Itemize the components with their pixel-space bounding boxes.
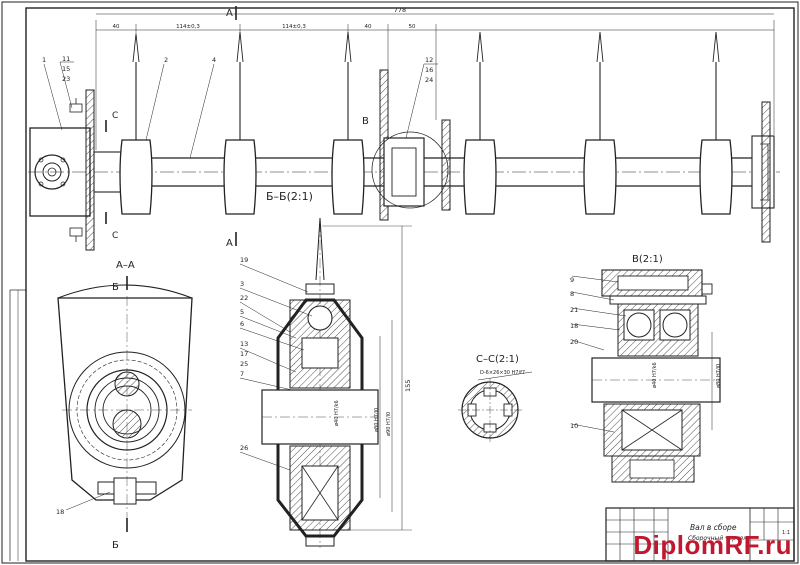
section-b-marker-bottom: Б	[112, 540, 119, 551]
bb-fit-2: ø80 H7/l0	[374, 408, 380, 432]
leader-v-8: 8	[570, 290, 574, 298]
leader-bb-3: 3	[240, 280, 244, 288]
section-bb-view	[261, 217, 412, 548]
main-view-shaft-assembly	[28, 6, 780, 251]
section-bb-title: Б–Б(2:1)	[266, 190, 313, 203]
dim-top-4: 40	[365, 24, 372, 30]
dim-top-1: 40	[113, 24, 120, 30]
section-bb-leaders	[239, 263, 313, 471]
dim-top-3: 114±0,3	[282, 24, 306, 30]
detail-v-marker: В	[362, 116, 369, 127]
dim-top-2: 114±0,3	[176, 24, 200, 30]
disc-knife-4	[463, 31, 497, 215]
section-b-marker-top: Б	[112, 282, 119, 293]
v-fit-2: ø80 H7/l0	[716, 364, 722, 388]
disc-knife-6	[699, 31, 733, 215]
leader-bb-5: 5	[240, 308, 244, 316]
leader-bb-25: 25	[240, 360, 248, 368]
leader-v-18: 18	[570, 322, 578, 330]
leader-bb-13: 13	[240, 340, 248, 348]
leader-bb-26: 26	[240, 444, 248, 452]
leader-bb-7: 7	[240, 370, 244, 378]
section-aa-view	[57, 276, 193, 532]
detail-v-leaders	[571, 275, 627, 433]
disc-knife-2	[223, 31, 257, 215]
v-fit-1: ø40 H7/k6	[652, 362, 658, 388]
dim-top-5: 50	[409, 24, 416, 30]
leader-2: 2	[164, 56, 168, 64]
detail-v-view	[591, 269, 721, 483]
disc-knife-1	[119, 33, 153, 215]
leader-v-20: 20	[570, 338, 578, 346]
leader-v-10: 10	[570, 422, 578, 430]
section-cc-spline: D-6×26×30 H7/f7	[480, 370, 525, 376]
section-cc-title: С–С(2:1)	[476, 354, 519, 365]
leader-1: 1	[42, 56, 46, 64]
section-c-marker-top: С	[112, 111, 118, 121]
bb-dim-155: 155	[404, 380, 412, 392]
leader-11: 11	[62, 55, 70, 63]
disc-knife-3	[331, 31, 365, 215]
disc-knife-5	[583, 31, 617, 215]
bb-fit-3: ø90 H7/l0	[386, 412, 392, 436]
bb-fit-1: ø40 H7/k6	[334, 400, 340, 426]
leader-aa-18: 18	[56, 508, 64, 516]
leader-15: 15	[62, 65, 70, 73]
detail-v-title: В(2:1)	[632, 254, 663, 265]
leader-v-9: 9	[570, 276, 574, 284]
section-cc-view	[458, 371, 533, 442]
title-block	[605, 507, 795, 562]
main-view-leaders	[43, 61, 438, 159]
title-block-sheet: 1:1	[782, 530, 790, 536]
leader-4: 4	[212, 56, 216, 64]
section-aa-marker-bottom: А	[226, 238, 233, 249]
leader-12: 12	[425, 56, 433, 64]
leader-24: 24	[425, 76, 433, 84]
detail-v-circle	[371, 131, 449, 209]
section-aa-marker-top: А	[226, 8, 233, 19]
title-block-subtitle: Сборочный чертеж	[688, 535, 749, 542]
title-block-name: Вал в сборе	[690, 523, 737, 532]
leader-v-21: 21	[570, 306, 578, 314]
overall-dimension: 778	[394, 6, 406, 14]
leader-bb-17: 17	[240, 350, 248, 358]
leader-bb-19: 19	[240, 256, 248, 264]
watermark-logo: DiplomRF.ru	[633, 530, 792, 560]
leader-23: 23	[62, 75, 70, 83]
section-aa-title: А–А	[116, 260, 135, 271]
leader-16: 16	[425, 66, 433, 74]
leader-bb-6: 6	[240, 320, 244, 328]
leader-bb-22: 22	[240, 294, 248, 302]
section-c-marker-bottom: С	[112, 231, 118, 241]
